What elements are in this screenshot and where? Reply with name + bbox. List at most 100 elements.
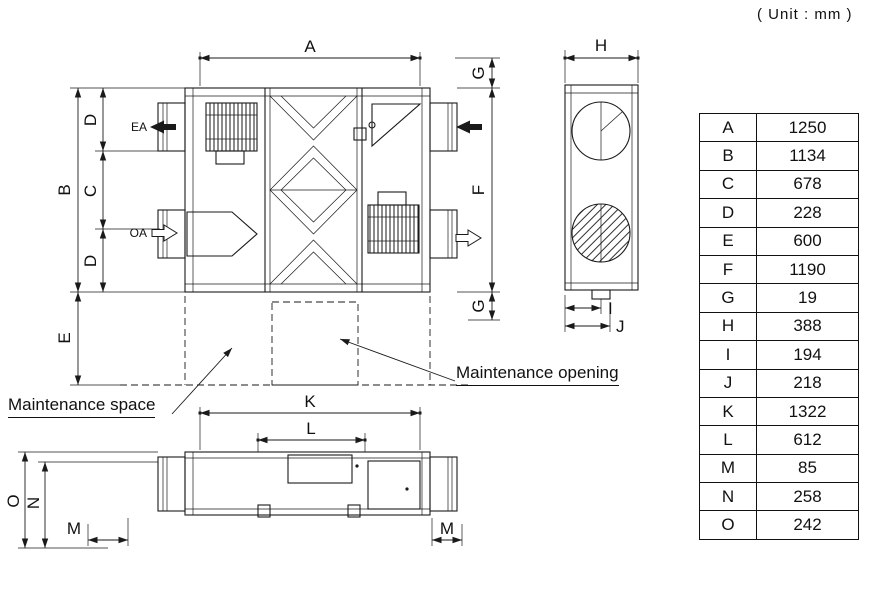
dim-value: 1190 xyxy=(756,254,859,285)
side-view: I J H xyxy=(563,36,640,336)
dim-label-M-right: M xyxy=(440,519,454,538)
dim-label-O: O xyxy=(4,494,23,507)
maintenance-opening-leader xyxy=(339,338,456,382)
dim-label-F: F xyxy=(469,185,488,195)
dim-right-chain: G F G xyxy=(455,57,500,321)
dim-left-chain: B E D C D xyxy=(55,87,185,386)
side-drain xyxy=(591,289,611,300)
side-fan-top xyxy=(571,101,631,161)
mounting-clip-right xyxy=(347,504,361,518)
dim-label-D-top: D xyxy=(81,114,100,126)
mounting-clip-left xyxy=(257,504,271,518)
dim-label-J: J xyxy=(616,317,625,336)
dim-value: 258 xyxy=(756,482,859,512)
dim-letter: H xyxy=(699,311,757,342)
dim-value: 194 xyxy=(756,340,859,370)
dim-value: 228 xyxy=(756,198,859,228)
dim-label-G-bottom: G xyxy=(469,299,488,312)
dim-letter: E xyxy=(699,226,757,256)
dim-letter: M xyxy=(699,453,757,484)
access-panel xyxy=(367,460,421,510)
bottom-collar-right xyxy=(429,456,458,512)
ea-flow-arrow-icon xyxy=(150,120,176,134)
dim-letter: L xyxy=(699,425,757,455)
front-body-outline xyxy=(184,87,431,293)
dim-letter: B xyxy=(699,141,757,171)
dim-I-J: I J xyxy=(564,295,625,336)
dim-value: 242 xyxy=(756,510,859,540)
return-flow-arrow-icon xyxy=(456,120,482,134)
dim-value: 1250 xyxy=(756,112,859,143)
dim-letter: O xyxy=(699,510,757,540)
dim-O-N: O N xyxy=(4,451,158,549)
dim-label-B: B xyxy=(55,184,74,195)
dim-letter: D xyxy=(699,198,757,228)
supply-flow-arrow-icon xyxy=(455,229,482,247)
maintenance-opening-outline xyxy=(271,301,359,386)
control-box xyxy=(287,454,353,484)
dim-K: K xyxy=(198,392,422,450)
bottom-view: K L O N xyxy=(4,392,463,549)
dim-label-D-bottom: D xyxy=(81,255,100,267)
dim-letter: C xyxy=(699,169,757,200)
ea-label: EA xyxy=(131,120,147,134)
dim-letter: J xyxy=(699,368,757,398)
dim-value: 218 xyxy=(756,368,859,398)
dim-label-K: K xyxy=(304,392,316,411)
maintenance-space-label: Maintenance space xyxy=(8,395,156,418)
dim-label-I: I xyxy=(608,299,613,318)
maintenance-opening-label: Maintenance opening xyxy=(456,363,619,386)
dim-value: 19 xyxy=(756,283,859,313)
dim-label-H: H xyxy=(595,36,607,55)
dim-label-M-left: M xyxy=(67,519,81,538)
dim-label-N: N xyxy=(24,497,43,509)
duct-collar-right-top xyxy=(429,102,458,152)
dim-L: L xyxy=(256,419,367,452)
dim-value: 1134 xyxy=(756,141,859,171)
dim-letter: G xyxy=(699,283,757,313)
dim-value: 85 xyxy=(756,453,859,484)
heat-exchanger-core xyxy=(264,88,363,292)
damper-top-right xyxy=(353,103,422,148)
dim-label-G-top: G xyxy=(469,66,488,79)
oa-inlet-guide xyxy=(186,211,258,257)
dim-value: 1322 xyxy=(756,396,859,427)
dim-M-right: M xyxy=(431,518,463,546)
dim-H: H xyxy=(563,36,640,83)
maintenance-space-outline xyxy=(120,296,468,386)
dim-letter: N xyxy=(699,482,757,512)
fan-block-top xyxy=(205,102,258,165)
fan-block-bottom xyxy=(367,191,420,254)
dim-M-left: M xyxy=(67,518,129,546)
dim-label-A: A xyxy=(304,37,316,56)
front-view: EA OA xyxy=(120,87,482,386)
dim-value: 678 xyxy=(756,169,859,200)
dim-label-L: L xyxy=(306,419,315,438)
dim-letter: K xyxy=(699,396,757,427)
dim-value: 388 xyxy=(756,311,859,342)
bottom-collar-left xyxy=(157,456,186,512)
unit-note: ( Unit : mm ) xyxy=(757,6,853,23)
dim-letter: F xyxy=(699,254,757,285)
dim-letter: A xyxy=(699,112,757,143)
dim-letter: I xyxy=(699,340,757,370)
dim-label-E: E xyxy=(55,332,74,343)
dim-value: 612 xyxy=(756,425,859,455)
